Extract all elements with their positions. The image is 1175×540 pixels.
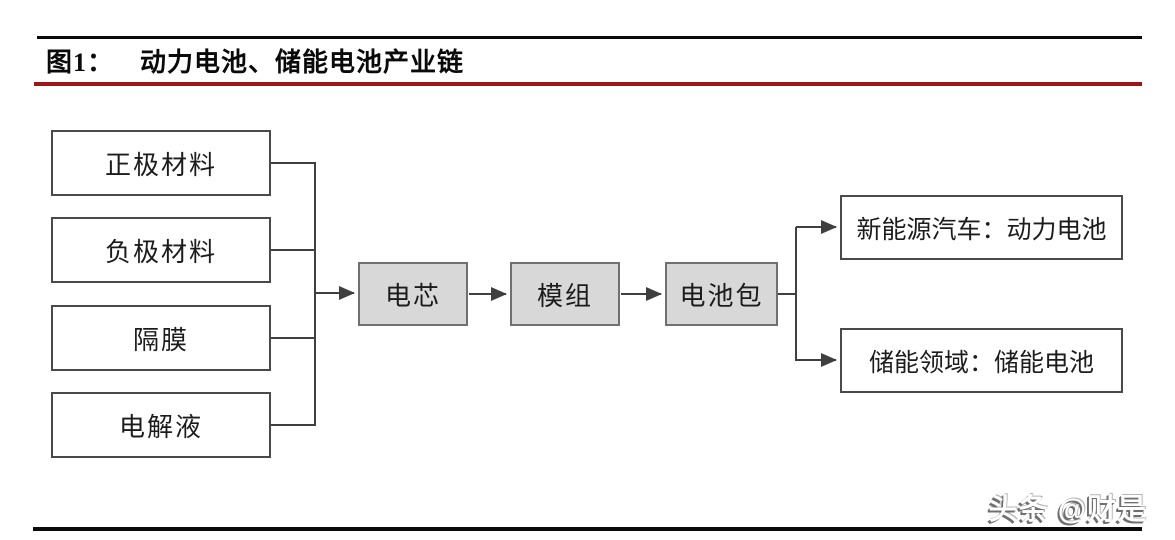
watermark: 头条 @财是 [988,494,1147,526]
title-underline-rule [34,82,1142,86]
figure-title: 图1： 动力电池、储能电池产业链 [46,42,464,78]
application-box-ev-power-battery: 新能源汽车：动力电池 [840,195,1123,260]
material-collector-lines [271,162,316,426]
pack-branch-lines [778,227,797,361]
material-box-separator: 隔膜 [51,305,271,371]
top-rule [37,36,1142,39]
process-box-module: 模组 [510,262,620,326]
material-box-anode: 负极材料 [51,217,271,283]
figure-title-text: 动力电池、储能电池产业链 [140,47,465,77]
bottom-rule [33,527,1142,531]
material-box-electrolyte: 电解液 [51,392,271,458]
figure-number-label: 图1： [46,47,115,77]
process-box-cell: 电芯 [358,262,468,326]
application-box-energy-storage-battery: 储能领域：储能电池 [840,328,1123,393]
process-box-pack: 电池包 [665,262,778,326]
material-box-cathode: 正极材料 [51,130,271,196]
